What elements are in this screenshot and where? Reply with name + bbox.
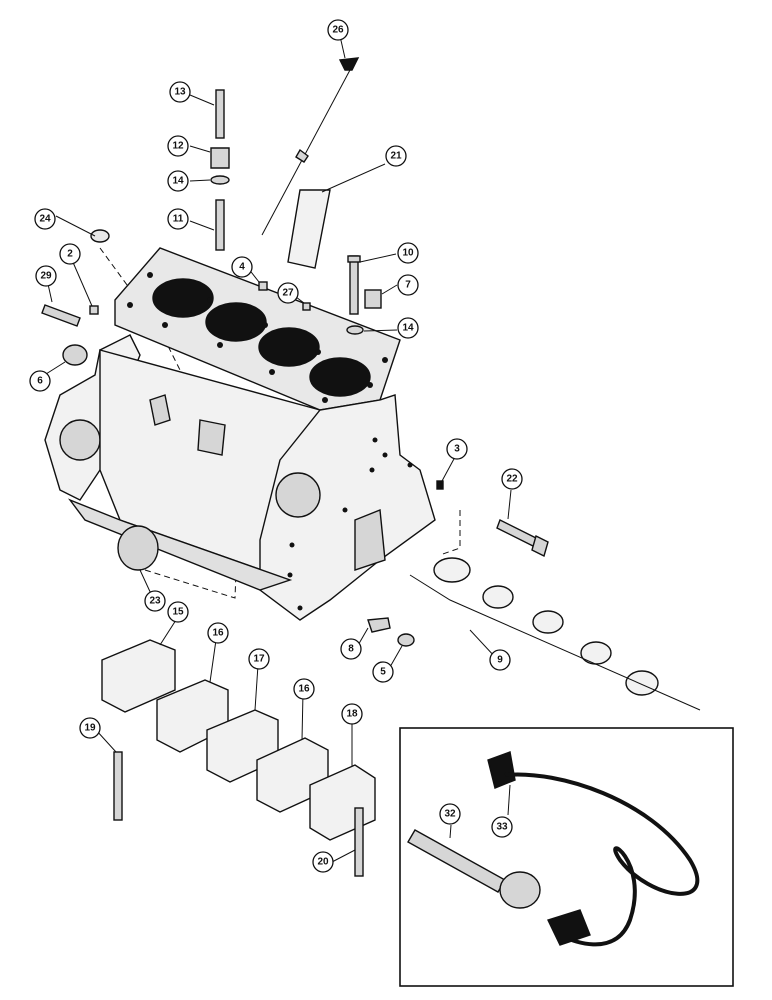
svg-text:14: 14 [402,323,414,334]
callout-21: 21 [385,145,407,167]
bolt-20 [354,807,364,877]
svg-text:20: 20 [317,857,329,868]
callout-24: 24 [34,208,56,230]
svg-text:33: 33 [496,822,508,833]
plug-3 [436,480,444,490]
expansion-plug-23 [117,525,159,571]
svg-text:11: 11 [173,214,184,225]
bolt-8 [367,617,391,633]
stud-assembly-right [346,255,382,335]
svg-text:32: 32 [444,809,456,820]
callout-13: 13 [169,81,191,103]
callout-15: 15 [167,601,189,623]
callout-7: 7 [397,274,419,296]
callout-16: 16 [293,678,315,700]
callout-2: 2 [59,243,81,265]
callout-12: 12 [167,135,189,157]
cylinder-block [44,247,436,621]
callout-8: 8 [340,638,362,660]
svg-text:16: 16 [298,684,310,695]
svg-text:17: 17 [253,654,265,665]
callout-9: 9 [489,649,511,671]
camshaft-bearings [409,557,701,711]
callout-14: 14 [167,170,189,192]
svg-text:14: 14 [172,176,184,187]
svg-text:5: 5 [380,667,386,678]
svg-text:18: 18 [346,709,358,720]
svg-text:8: 8 [348,644,354,655]
callout-10: 10 [397,242,419,264]
callout-26: 26 [327,19,349,41]
svg-text:19: 19 [84,723,96,734]
callout-17: 17 [248,648,270,670]
stud-stack [210,89,230,251]
callout-33: 33 [491,816,513,838]
plug-24 [90,229,110,243]
block-heater-inset [399,727,734,987]
plug-5 [397,633,415,647]
callout-3: 3 [446,438,468,460]
svg-text:4: 4 [239,262,245,273]
svg-text:10: 10 [402,248,414,259]
svg-text:26: 26 [332,25,344,36]
svg-text:24: 24 [39,214,51,225]
plug-27 [302,302,311,311]
svg-text:7: 7 [405,280,411,291]
callout-32: 32 [439,803,461,825]
svg-text:23: 23 [149,596,161,607]
svg-text:27: 27 [282,288,294,299]
callout-29: 29 [35,265,57,287]
callout-11: 11 [167,208,189,230]
svg-text:6: 6 [37,376,43,387]
callout-18: 18 [341,703,363,725]
svg-text:12: 12 [172,141,184,152]
plug-2 [89,305,99,315]
leader-lines [45,35,512,863]
svg-text:29: 29 [40,271,52,282]
bolt-19 [113,751,123,821]
callout-4: 4 [231,256,253,278]
stud-29 [41,304,81,327]
svg-text:13: 13 [174,87,186,98]
svg-text:9: 9 [497,655,503,666]
dipstick [261,57,360,236]
main-bearing-caps [101,639,376,841]
callout-14: 14 [397,317,419,339]
callout-16: 16 [207,622,229,644]
svg-text:15: 15 [172,607,184,618]
svg-text:22: 22 [506,474,518,485]
svg-text:2: 2 [67,249,73,260]
expansion-plug-6 [62,344,88,366]
svg-text:3: 3 [454,444,460,455]
plug-4 [258,281,268,291]
callout-27: 27 [277,282,299,304]
callout-6: 6 [29,370,51,392]
callout-23: 23 [144,590,166,612]
svg-text:16: 16 [212,628,224,639]
callout-22: 22 [501,468,523,490]
tube-21 [287,189,331,269]
callout-20: 20 [312,851,334,873]
svg-text:21: 21 [390,151,402,162]
callout-19: 19 [79,717,101,739]
callout-labels: 26 13 12 14 21 11 24 2 29 4 27 10 7 14 6… [29,19,523,873]
callout-5: 5 [372,661,394,683]
